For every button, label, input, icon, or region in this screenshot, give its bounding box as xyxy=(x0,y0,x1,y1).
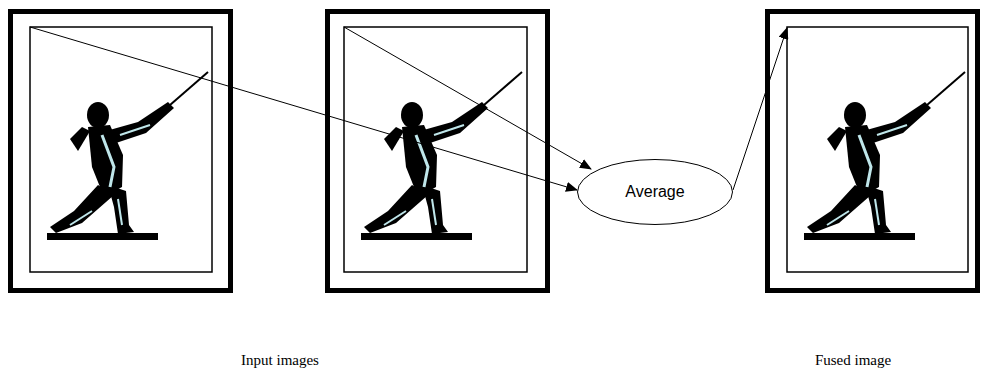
caption-label: Fused image xyxy=(815,352,891,369)
node-label: Average xyxy=(625,183,684,201)
caption-label: Input images xyxy=(241,352,319,369)
ellipse-node: Average xyxy=(577,159,733,225)
